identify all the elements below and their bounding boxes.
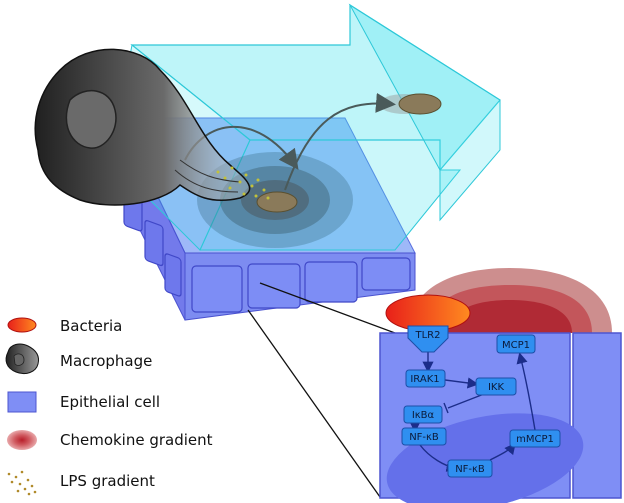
node-tlr2: TLR2 [407, 325, 449, 353]
node-nfkb-top-label: NF-κB [409, 432, 439, 443]
legend-label-chemokine: Chemokine gradient [60, 431, 213, 449]
node-nfkb-top: NF-κB [401, 427, 447, 446]
legend-label-epithelial: Epithelial cell [60, 393, 160, 411]
legend-item-bacteria: Bacteria [7, 317, 122, 335]
zoom-line-bottom [247, 309, 381, 498]
legend-item-epithelial: Epithelial cell [7, 391, 160, 413]
node-nfkb-bottom-label: NF-κB [455, 464, 485, 475]
node-ikk-label: IKK [488, 382, 505, 393]
zoom-line-top [259, 282, 396, 334]
inset-cell-neighbor [572, 332, 622, 499]
legend-item-lps: LPS gradient [7, 470, 155, 496]
node-mcp1-label: MCP1 [502, 340, 530, 351]
node-mmcp1-label: mMCP1 [516, 434, 554, 445]
node-tlr2-label: TLR2 [415, 330, 441, 341]
left-cells [123, 185, 182, 297]
node-mmcp1: mMCP1 [509, 429, 561, 448]
lps-dots-surface [216, 166, 270, 200]
bacterium-surface [256, 191, 298, 213]
epithelial-icon [7, 391, 37, 413]
trajectory-arrow-2 [284, 92, 396, 191]
node-irak1-label: IRAK1 [410, 374, 439, 385]
pathway-nodes: TLR2 MCP1 IRAK1 IKK IκBα NF-κB mMCP1 NF [401, 325, 561, 478]
legend-item-chemokine: Chemokine gradient [7, 430, 213, 450]
legend-label-macrophage: Macrophage [60, 352, 152, 370]
bacteria-icon [7, 317, 37, 333]
legend: Bacteria Macrophage Epithelial cell Chem… [5, 317, 213, 496]
macrophage-icon-nucleus [13, 353, 25, 366]
macrophage [34, 48, 251, 206]
node-ikba-label: IκBα [412, 410, 435, 421]
node-ikk: IKK [475, 377, 517, 396]
node-nfkb-bottom: NF-κB [447, 459, 493, 478]
legend-item-macrophage: Macrophage [5, 343, 152, 375]
chemokine-icon [7, 430, 37, 450]
legend-label-bacteria: Bacteria [60, 317, 122, 335]
lps-icon [7, 470, 37, 496]
node-mcp1: MCP1 [496, 334, 536, 354]
node-irak1: IRAK1 [405, 369, 446, 388]
legend-label-lps: LPS gradient [60, 472, 155, 490]
node-ikba: IκBα [403, 405, 443, 424]
pathway-edges [409, 352, 536, 472]
front-cells [191, 257, 411, 313]
